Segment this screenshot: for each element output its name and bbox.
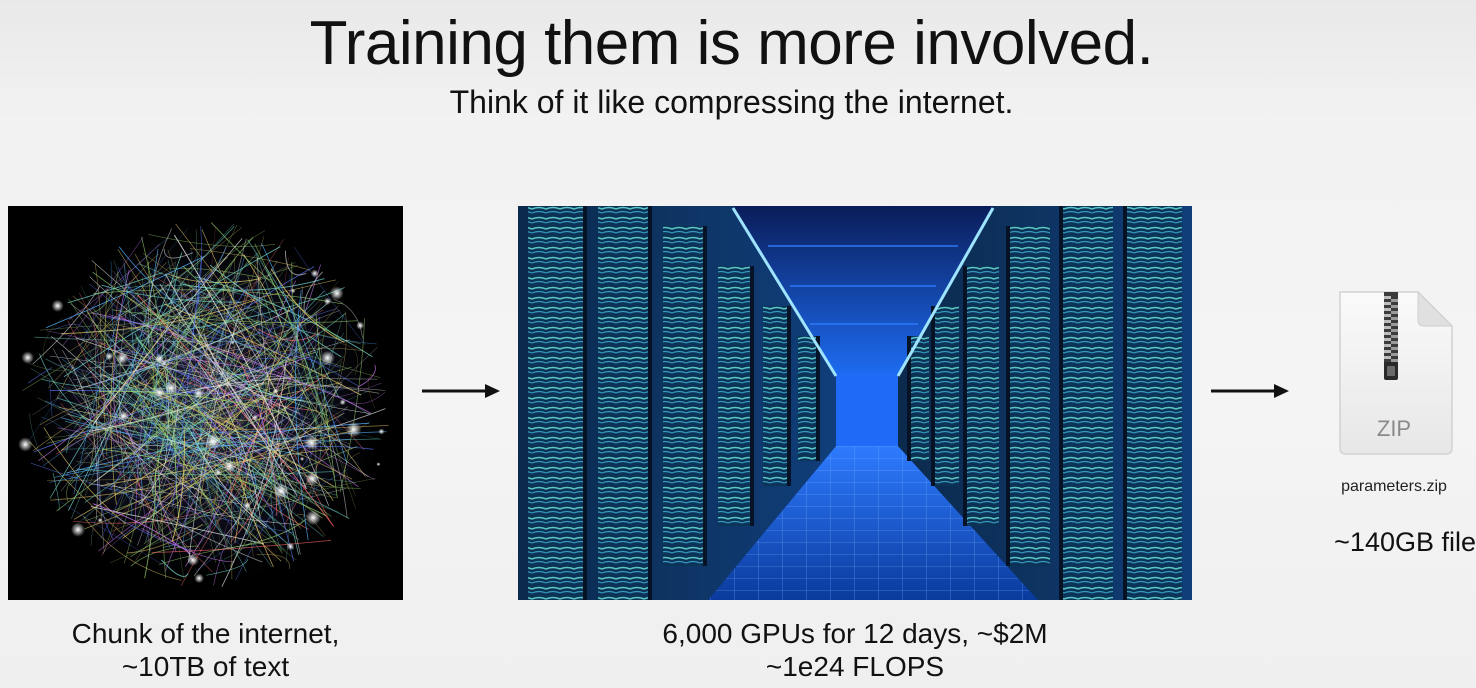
- datacenter-caption: 6,000 GPUs for 12 days, ~$2M ~1e24 FLOPS: [518, 617, 1192, 683]
- datacenter-caption-line1: 6,000 GPUs for 12 days, ~$2M: [662, 618, 1048, 649]
- datacenter-visual: [518, 206, 1192, 600]
- datacenter-image: [518, 206, 1192, 600]
- right-arrow-icon: [1211, 384, 1289, 398]
- internet-graph-visual: [8, 206, 403, 600]
- internet-caption-line2: ~10TB of text: [121, 651, 290, 682]
- internet-caption: Chunk of the internet, ~10TB of text: [8, 617, 403, 683]
- zipper-icon: [1384, 292, 1398, 380]
- slide-title: Training them is more involved.: [309, 9, 1154, 78]
- internet-caption-line1: Chunk of the internet,: [71, 618, 340, 649]
- slide-subtitle: Think of it like compressing the interne…: [449, 84, 1014, 120]
- datacenter-caption-line2: ~1e24 FLOPS: [765, 651, 945, 682]
- zip-filename: parameters.zip: [1341, 478, 1447, 495]
- zip-file-size: ~140GB file: [1334, 527, 1476, 557]
- internet-graph-image: [8, 206, 403, 600]
- zip-file-icon: ZIP: [1339, 290, 1454, 455]
- right-arrow-icon: [422, 384, 500, 398]
- zip-icon-label: ZIP: [1377, 416, 1411, 441]
